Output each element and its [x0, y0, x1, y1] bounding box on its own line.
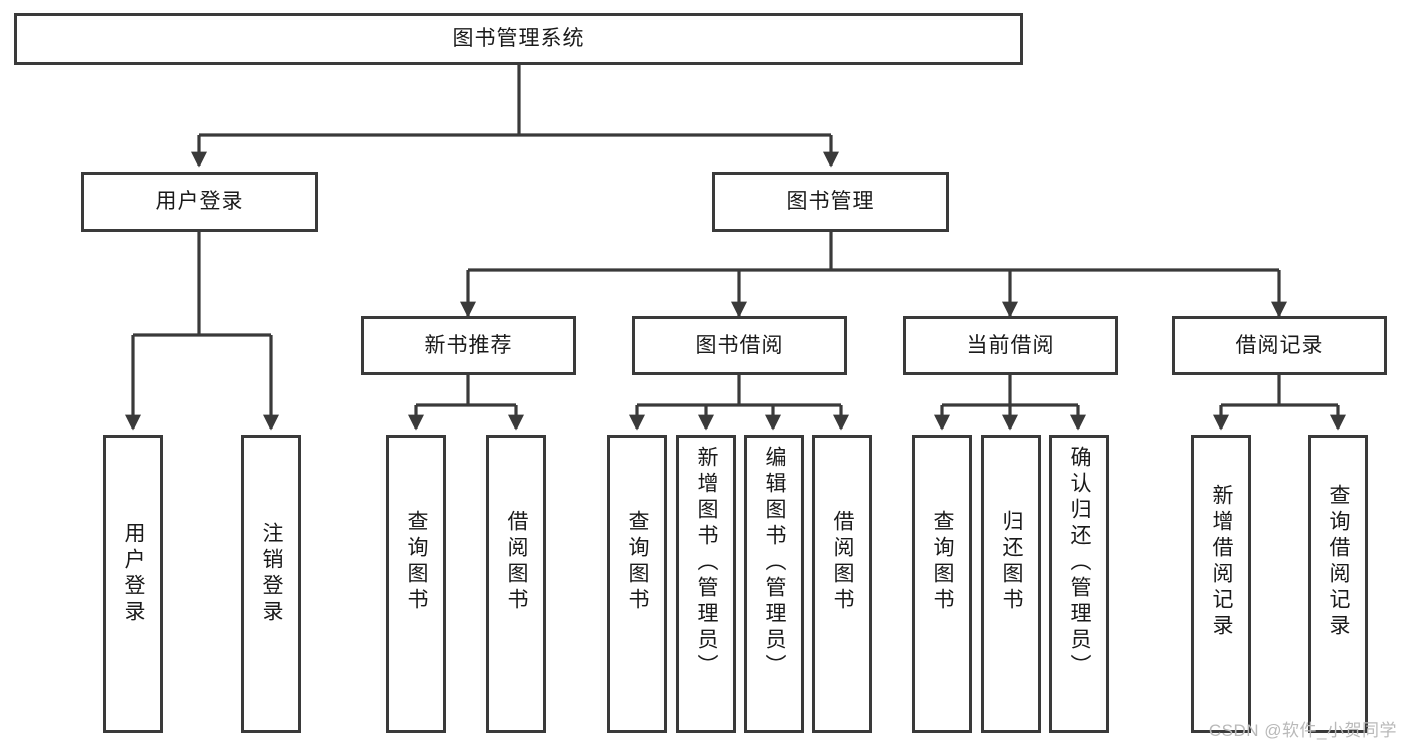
csdn-watermark: CSDN @软件_小贺同学: [1208, 721, 1397, 740]
node-label: 查询图书: [931, 510, 955, 614]
node-label: 新增图书（管理员）: [695, 446, 719, 680]
leaf-query-book-current[interactable]: 查询图书: [912, 435, 972, 733]
node-label: 用户登录: [155, 190, 244, 214]
node-label: 借阅图书: [505, 510, 529, 614]
node-label: 图书借阅: [695, 333, 784, 357]
node-label: 归还图书: [1000, 510, 1024, 614]
node-label: 图书管理: [786, 190, 875, 214]
node-label: 图书管理系统: [452, 27, 585, 51]
node-root-system[interactable]: 图书管理系统: [14, 13, 1023, 65]
node-book-management[interactable]: 图书管理: [712, 172, 949, 232]
leaf-confirm-return-admin[interactable]: 确认归还（管理员）: [1049, 435, 1109, 733]
node-label: 新增借阅记录: [1210, 484, 1234, 640]
node-book-borrow[interactable]: 图书借阅: [632, 316, 847, 375]
node-label: 注销登录: [260, 522, 284, 626]
node-label: 当前借阅: [966, 333, 1055, 357]
leaf-user-login[interactable]: 用户登录: [103, 435, 163, 733]
node-label: 查询借阅记录: [1327, 484, 1351, 640]
leaf-add-borrow-record[interactable]: 新增借阅记录: [1191, 435, 1251, 733]
node-label: 查询图书: [626, 510, 650, 614]
node-new-book-recommend[interactable]: 新书推荐: [361, 316, 576, 375]
leaf-add-book-admin[interactable]: 新增图书（管理员）: [676, 435, 736, 733]
node-label: 用户登录: [122, 522, 146, 626]
node-label: 新书推荐: [424, 333, 513, 357]
node-borrow-record[interactable]: 借阅记录: [1172, 316, 1387, 375]
node-label: 借阅记录: [1235, 333, 1324, 357]
node-label: 编辑图书（管理员）: [763, 446, 787, 680]
node-label: 确认归还（管理员）: [1068, 446, 1092, 680]
leaf-query-book-borrow[interactable]: 查询图书: [607, 435, 667, 733]
leaf-return-book[interactable]: 归还图书: [981, 435, 1041, 733]
node-label: 查询图书: [405, 510, 429, 614]
leaf-query-borrow-record[interactable]: 查询借阅记录: [1308, 435, 1368, 733]
leaf-logout[interactable]: 注销登录: [241, 435, 301, 733]
node-current-borrow[interactable]: 当前借阅: [903, 316, 1118, 375]
leaf-borrow-book-recommend[interactable]: 借阅图书: [486, 435, 546, 733]
leaf-borrow-book[interactable]: 借阅图书: [812, 435, 872, 733]
node-user-login[interactable]: 用户登录: [81, 172, 318, 232]
leaf-query-book-recommend[interactable]: 查询图书: [386, 435, 446, 733]
node-label: 借阅图书: [831, 510, 855, 614]
leaf-edit-book-admin[interactable]: 编辑图书（管理员）: [744, 435, 804, 733]
